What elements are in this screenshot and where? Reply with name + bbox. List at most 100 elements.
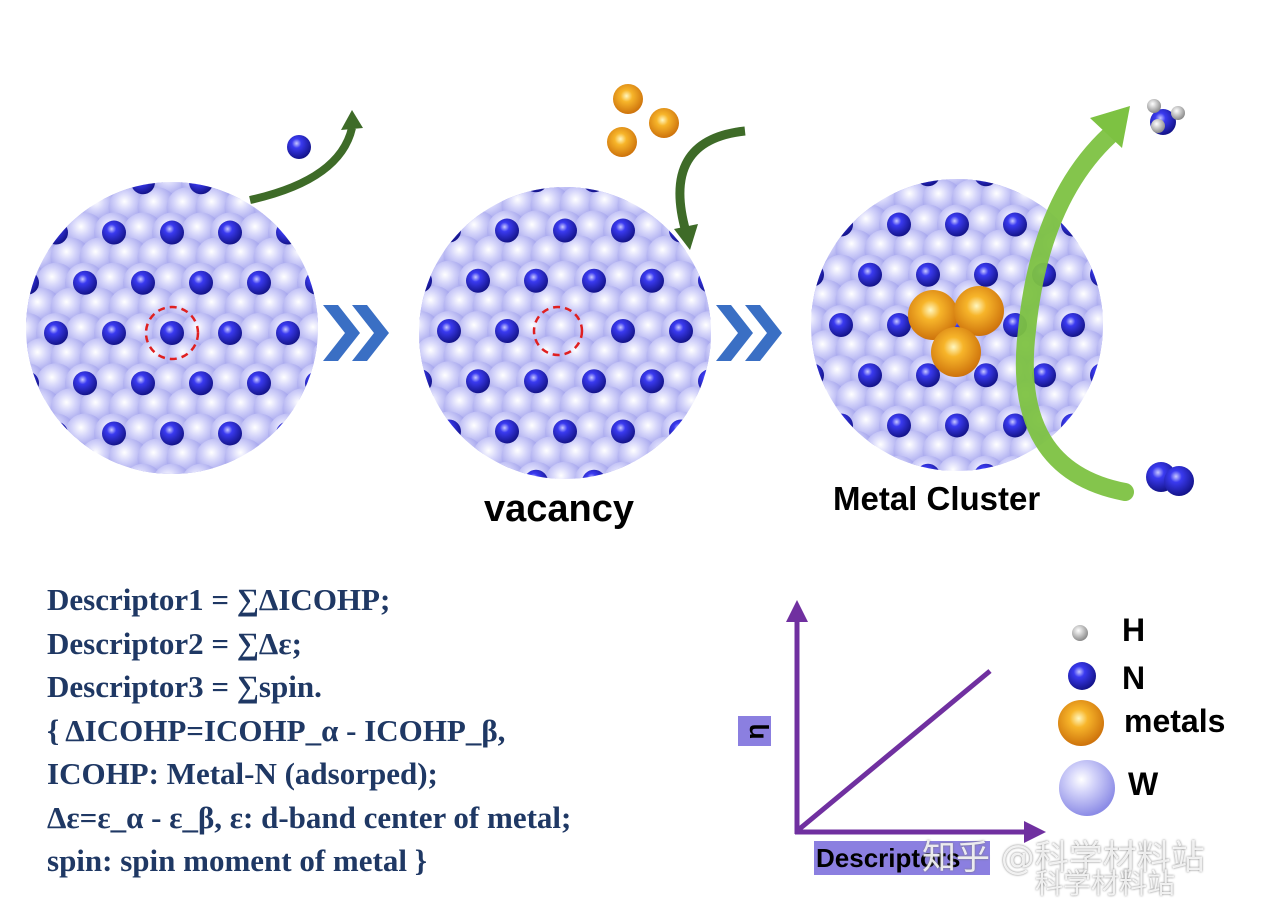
nitrogen-atom (1206, 363, 1230, 387)
tungsten-atom (0, 413, 18, 453)
nitrogen-atom (887, 212, 911, 237)
tungsten-atom (371, 160, 411, 200)
nitrogen-atom (247, 182, 271, 195)
nitrogen-atom (858, 179, 882, 187)
tungsten-atom (268, 463, 308, 474)
tungsten-atom (371, 411, 411, 451)
nitrogen-atom (350, 369, 374, 393)
nitrogen-atom (640, 268, 664, 293)
tungsten-atom (239, 463, 279, 474)
descriptor-line: spin: spin moment of metal } (47, 843, 427, 878)
nitrogen-atom (742, 263, 766, 287)
nitrogen-atom (1206, 263, 1230, 287)
tungsten-atom (326, 263, 366, 303)
nitrogen-atom (785, 319, 809, 343)
nitrogen-atom (829, 413, 853, 438)
tungsten-atom (26, 182, 47, 203)
descriptor-line: ICOHP: Metal-N (adsorped); (47, 756, 438, 791)
watermark-line-1: 知乎 @科学材料站 (922, 838, 1205, 878)
tungsten-atom (370, 439, 410, 479)
tungsten-atom (297, 363, 318, 404)
tungsten-atom (94, 463, 134, 474)
tungsten-atom (719, 411, 759, 451)
tungsten-atom (1126, 330, 1166, 370)
tungsten-atom (26, 438, 33, 474)
tungsten-atom (734, 255, 774, 295)
nitrogen-atom (419, 187, 432, 193)
nitrogen-atom (160, 321, 184, 345)
descriptor-line: Descriptor1 = ∑ΔICOHP; (47, 582, 391, 617)
nitrogen-atom (771, 413, 795, 437)
nitrogen-atom (1119, 413, 1143, 437)
tungsten-atom (763, 386, 803, 426)
nitrogen-atom (1090, 262, 1103, 287)
nitrogen-atom (1148, 263, 1172, 287)
nitrogen-atom (44, 421, 68, 446)
tungsten-atom (1126, 380, 1166, 420)
nitrogen-atom (0, 321, 10, 345)
tungsten-atom (357, 185, 397, 225)
nitrogen-atom (421, 472, 445, 496)
tungsten-atom (26, 463, 47, 474)
tungsten-atom (690, 187, 711, 201)
tungsten-atom (297, 463, 318, 474)
tungsten-atom (326, 413, 366, 453)
tungsten-atom (690, 461, 711, 479)
nitrogen-atom (26, 471, 39, 474)
nitrogen-atom (916, 179, 940, 187)
lattice-panel-2 (342, 160, 838, 502)
nitrogen-atom (669, 319, 693, 343)
tungsten-atom (749, 230, 789, 270)
nitrogen-atom (814, 168, 838, 192)
tungsten-atom (811, 179, 818, 220)
nitrogen-atom (392, 421, 416, 445)
tungsten-atom (342, 411, 382, 451)
tungsten-atom (850, 179, 890, 195)
tungsten-atom (65, 463, 105, 474)
tungsten-atom (355, 213, 395, 253)
nitrogen-atom (1177, 313, 1201, 337)
nitrogen-atom (727, 419, 751, 443)
watermark-line-2: 科学材料站 (1035, 867, 1176, 900)
nitrogen-atom (1061, 212, 1085, 237)
tungsten-atom (734, 456, 774, 496)
tungsten-atom (311, 187, 318, 228)
tungsten-atom (763, 405, 803, 445)
legend-label-w: W (1128, 766, 1159, 802)
tungsten-atom (371, 211, 411, 251)
tungsten-atom (734, 386, 774, 426)
nitrogen-atom (131, 270, 155, 295)
tungsten-atom (371, 261, 411, 301)
nitrogen-atom (524, 187, 548, 193)
tungsten-atom (748, 462, 788, 502)
nitrogen-atom (189, 182, 213, 195)
legend-metal-icon (1058, 700, 1104, 746)
nitrogen-atom (160, 220, 184, 245)
tungsten-atom (419, 436, 426, 477)
tungsten-atom (545, 461, 585, 479)
nitrogen-atom (582, 369, 606, 394)
tungsten-atom (1111, 355, 1151, 395)
nitrogen-atom (756, 369, 780, 393)
tungsten-atom (704, 187, 711, 226)
tungsten-atom (341, 388, 381, 428)
nitrogen-atom (1003, 413, 1027, 438)
nitrogen-atom (131, 471, 155, 474)
nitrogen-atom (771, 213, 795, 237)
tungsten-atom (646, 436, 687, 477)
tungsten-atom (811, 430, 847, 471)
nitrogen-atom (419, 369, 432, 394)
tungsten-atom (1111, 305, 1151, 345)
nitrogen-atom (756, 168, 780, 192)
tungsten-atom (734, 355, 774, 395)
tungsten-atom (734, 205, 774, 245)
tungsten-atom (341, 439, 381, 479)
tungsten-atom (253, 438, 294, 474)
nitrogen-atom (218, 220, 242, 245)
tungsten-atom (429, 187, 469, 201)
nitrogen-atom (247, 371, 271, 396)
tungsten-atom (341, 187, 381, 227)
tungsten-atom (516, 461, 556, 479)
tungsten-atom (342, 462, 382, 502)
nitrogen-atom (582, 268, 606, 293)
